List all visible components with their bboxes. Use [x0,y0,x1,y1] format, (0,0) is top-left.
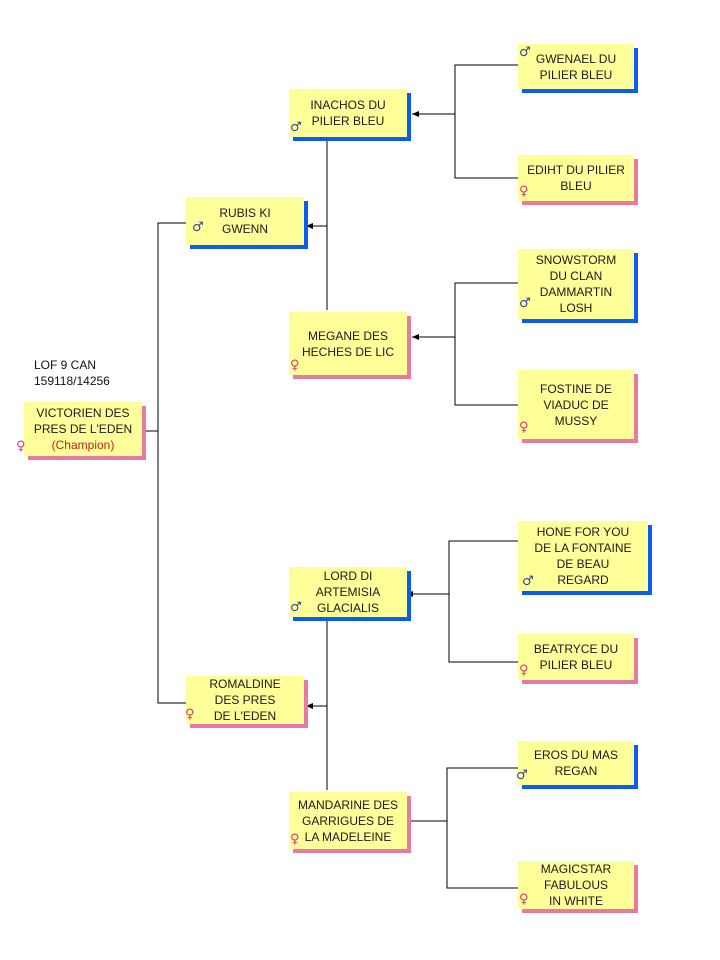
female-icon: ♀ [290,832,300,847]
dam-dam-name: MANDARINE DES GARRIGUES DE LA MADELEINE [297,797,398,844]
male-icon: ♂ [192,220,204,235]
female-icon: ♀ [185,707,195,722]
dam-box[interactable]: ROMALDINE DES PRES DE L'EDEN ♀ [185,676,304,724]
male-icon: ♂ [290,120,302,135]
dam-dam-sire-name: EROS DU MAS REGAN [533,748,618,778]
sire-sire-box[interactable]: INACHOS DU PILIER BLEU ♂ [289,89,407,137]
dam-dam-sire-box[interactable]: EROS DU MAS REGAN ♂ [516,741,634,785]
dam-dam-box[interactable]: MANDARINE DES GARRIGUES DE LA MADELEINE … [289,792,407,849]
female-icon: ♀ [519,184,529,199]
male-icon: ♂ [290,600,302,615]
dam-name: ROMALDINE DES PRES DE L'EDEN [209,677,281,723]
dam-sire-sire-name: HONE FOR YOU DE LA FONTAINE DE BEAU REGA… [534,525,632,587]
dam-dam-dam-name: MAGICSTAR FABULOUS IN WHITE [540,862,612,908]
subject-dog-name: VICTORIEN DES PRES DE L'EDEN [33,406,133,436]
female-icon: ♀ [519,892,529,907]
sire-sire-dam-box[interactable]: EDIHT DU PILIER BLEU ♀ [518,155,634,201]
female-icon: ♀ [290,358,300,373]
sire-dam-name: MEGANE DES HECHES DE LIC [301,328,395,359]
sire-box[interactable]: RUBIS KI GWENN ♂ [186,197,304,245]
sire-sire-dam-name: EDIHT DU PILIER BLEU [527,163,625,193]
sire-sire-sire-box[interactable]: GWENAEL DU PILIER BLEU ♂ [518,44,634,89]
dam-sire-sire-box[interactable]: HONE FOR YOU DE LA FONTAINE DE BEAU REGA… [518,521,648,591]
female-icon: ♀ [519,420,529,435]
dam-sire-name: LORD DI ARTEMISIA GLACIALIS [315,569,381,615]
dam-dam-dam-box[interactable]: MAGICSTAR FABULOUS IN WHITE ♀ [518,861,634,909]
subject-dog-box[interactable]: VICTORIEN DES PRES DE L'EDEN (Champion) … [16,402,142,456]
male-icon: ♂ [522,574,534,589]
dam-sire-box[interactable]: LORD DI ARTEMISIA GLACIALIS ♂ [289,567,407,617]
male-icon: ♂ [519,45,531,60]
sire-dam-box[interactable]: MEGANE DES HECHES DE LIC ♀ [289,312,407,375]
male-icon: ♂ [516,768,528,783]
female-icon: ♀ [16,439,26,454]
sire-dam-sire-name: SNOWSTORM DU CLAN DAMMARTIN LOSH [535,253,617,315]
sire-name: RUBIS KI GWENN [219,206,271,236]
sire-dam-dam-box[interactable]: FOSTINE DE VIADUC DE MUSSY ♀ [518,370,634,439]
sire-dam-dam-name: FOSTINE DE VIADUC DE MUSSY [539,381,612,428]
dam-sire-dam-name: BEATRYCE DU PILIER BLEU [533,642,619,672]
female-icon: ♀ [519,663,529,678]
sire-sire-sire-name: GWENAEL DU PILIER BLEU [535,51,617,82]
sire-sire-name: INACHOS DU PILIER BLEU [310,98,386,128]
registration-number: LOF 9 CAN 159118/14256 [34,358,110,388]
subject-dog-title: (Champion) [51,438,115,452]
dam-sire-dam-box[interactable]: BEATRYCE DU PILIER BLEU ♀ [518,634,634,680]
male-icon: ♂ [519,296,531,311]
sire-dam-sire-box[interactable]: SNOWSTORM DU CLAN DAMMARTIN LOSH ♂ [518,249,634,319]
